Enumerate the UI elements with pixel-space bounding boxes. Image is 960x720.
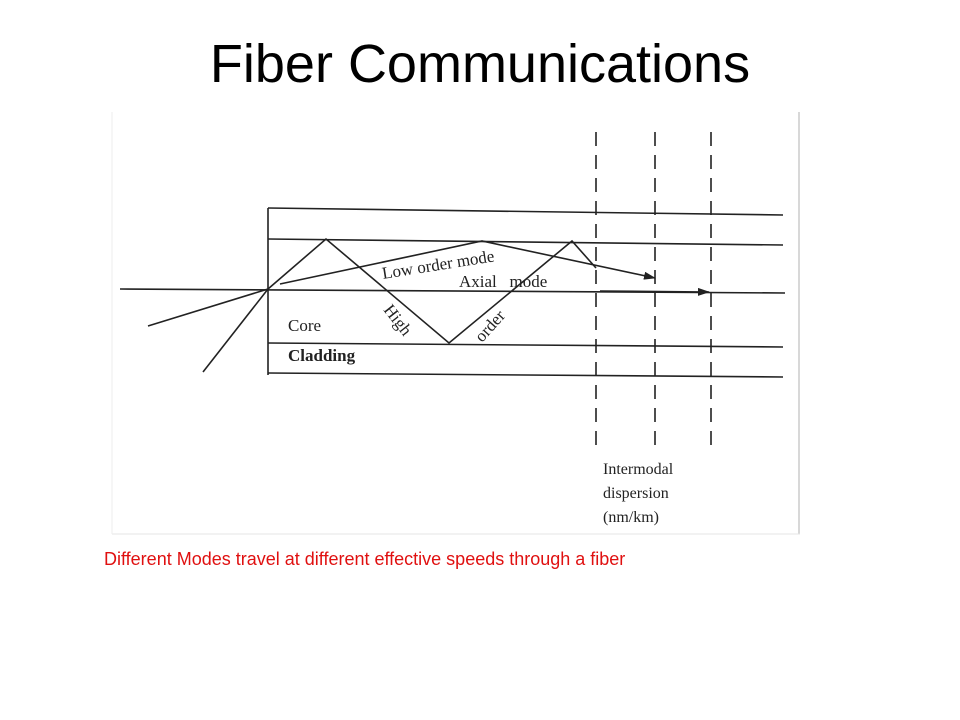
axial-mode-ray — [599, 287, 710, 296]
intermodal-dispersion-label-line-1: Intermodal — [603, 461, 674, 478]
core-label: Core — [288, 316, 321, 335]
core-cladding-boundary-top — [267, 238, 784, 246]
high-order-mode-ray — [267, 237, 597, 345]
slide-title: Fiber Communications — [209, 34, 751, 94]
core-cladding-boundary-bottom — [267, 342, 784, 348]
dispersion-markers — [595, 132, 712, 450]
mode-rays — [267, 237, 710, 345]
order-label: order — [471, 306, 509, 346]
high-label: High — [380, 301, 416, 340]
cladding-label: Cladding — [288, 346, 356, 365]
input-ray-shallow — [147, 288, 269, 327]
intermodal-dispersion-label-line-3: (nm/km) — [603, 509, 659, 526]
axial-mode-label: Axial mode — [459, 272, 547, 291]
input-ray-steep — [202, 288, 269, 373]
outer-cladding-top — [267, 207, 784, 216]
intermodal-dispersion-label-line-2: dispersion — [603, 485, 669, 502]
outer-cladding-bottom — [267, 372, 784, 378]
slide-caption: Different Modes travel at different effe… — [104, 549, 626, 569]
input-rays — [147, 288, 269, 373]
low-order-mode-ray — [279, 240, 656, 285]
